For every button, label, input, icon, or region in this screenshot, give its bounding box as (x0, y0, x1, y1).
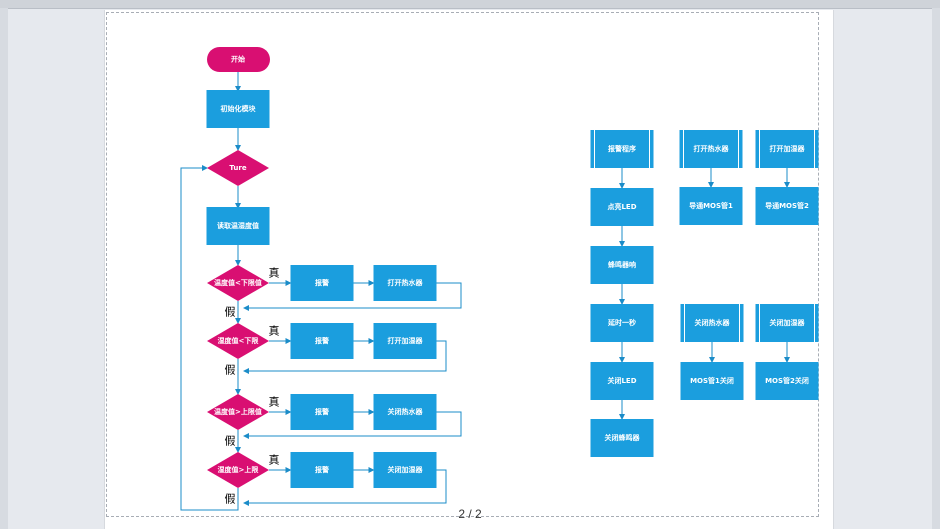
subroutine-header-3 (680, 304, 744, 342)
alarm-step-5 (590, 419, 654, 457)
alarm-box-3 (290, 394, 354, 430)
alarm-step-2-label: 蜂鸣器响 (608, 260, 636, 269)
subroutine-body-2-label: 导通MOS管2 (765, 201, 809, 210)
edge-loop-back (180, 165, 239, 511)
alarm-box-4 (290, 452, 354, 488)
alarm-step-4 (590, 362, 654, 400)
init-box-label: 初始化模块 (221, 104, 257, 113)
false-label-1: 假 (225, 305, 236, 319)
loop-decision-label: Ture (229, 164, 246, 172)
alarm-step-4-label: 关闭LED (607, 376, 636, 385)
print-area-border (106, 12, 819, 517)
loop-decision (207, 150, 269, 186)
subroutine-body-3-label: MOS管1关闭 (690, 376, 734, 385)
subroutine-header-4 (755, 304, 819, 342)
alarm-box-1-label: 报警 (315, 278, 329, 287)
action-box-1-label: 打开热水器 (388, 278, 424, 287)
action-box-3-label: 关闭热水器 (388, 407, 424, 416)
start-terminal (207, 47, 270, 72)
false-label-2: 假 (225, 363, 236, 377)
condition-decision-3 (207, 394, 269, 430)
subroutine-header-1-label: 打开热水器 (694, 144, 730, 153)
true-label-1: 真 (269, 266, 280, 280)
alarm-box-3-label: 报警 (315, 407, 329, 416)
subroutine-body-4 (755, 362, 819, 400)
action-box-4 (373, 452, 437, 488)
action-box-2-label: 打开加湿器 (388, 336, 424, 345)
alarm-step-3 (590, 304, 654, 342)
false-label-4: 假 (225, 492, 236, 506)
init-box (206, 90, 270, 128)
subroutine-header-4-label: 关闭加湿器 (770, 318, 806, 327)
subroutine-body-3 (680, 362, 744, 400)
edge-return-3 (243, 411, 462, 439)
action-box-4-label: 关闭加湿器 (388, 465, 424, 474)
alarm-box-1 (290, 265, 354, 301)
viewer-left-margin (0, 8, 8, 529)
flowchart-nodes: 开始初始化模块Ture读取温湿度值温度值<下限值真报警打开热水器假湿度值<下限真… (206, 47, 819, 506)
subroutine-body-1 (679, 187, 743, 225)
condition-decision-4-label: 湿度值>上限 (218, 465, 260, 474)
condition-decision-3-label: 温度值>上限值 (214, 407, 262, 416)
alarm-box-4-label: 报警 (315, 465, 329, 474)
alarm-step-2 (590, 246, 654, 284)
alarm-step-3-label: 延时一秒 (607, 318, 636, 327)
read-box (206, 207, 270, 245)
condition-decision-1-label: 温度值<下限值 (214, 278, 262, 287)
connector-lines (180, 72, 790, 511)
subroutine-header-3-label: 关闭热水器 (695, 318, 731, 327)
subroutine-header-1 (679, 130, 743, 168)
edge-return-1 (243, 282, 462, 311)
condition-decision-1 (207, 265, 269, 301)
true-label-3: 真 (269, 395, 280, 409)
edge-return-2 (243, 340, 447, 374)
alarm-routine-header-label: 报警程序 (608, 144, 636, 153)
true-label-4: 真 (269, 453, 280, 467)
alarm-step-1-label: 点亮LED (607, 202, 636, 211)
page-indicator: 2 / 2 (458, 507, 482, 521)
action-box-1 (373, 265, 437, 301)
condition-decision-4 (207, 452, 269, 488)
alarm-step-5-label: 关闭蜂鸣器 (605, 433, 641, 442)
edge-return-4 (243, 469, 447, 506)
condition-decision-2-label: 湿度值<下限 (218, 336, 260, 345)
alarm-box-2 (290, 323, 354, 359)
subroutine-body-4-label: MOS管2关闭 (765, 376, 809, 385)
condition-decision-2 (207, 323, 269, 359)
subroutine-body-1-label: 导通MOS管1 (689, 201, 733, 210)
viewer-scrollbar[interactable] (932, 8, 940, 529)
viewer-toolbar (0, 0, 940, 9)
action-box-3 (373, 394, 437, 430)
subroutine-header-2 (755, 130, 819, 168)
read-box-label: 读取温湿度值 (217, 221, 259, 230)
false-label-3: 假 (225, 434, 236, 448)
true-label-2: 真 (269, 324, 280, 338)
alarm-step-1 (590, 188, 654, 226)
action-box-2 (373, 323, 437, 359)
alarm-routine-header (590, 130, 654, 168)
alarm-box-2-label: 报警 (315, 336, 329, 345)
subroutine-header-2-label: 打开加湿器 (770, 144, 806, 153)
start-terminal-label: 开始 (231, 55, 245, 64)
subroutine-body-2 (755, 187, 819, 225)
